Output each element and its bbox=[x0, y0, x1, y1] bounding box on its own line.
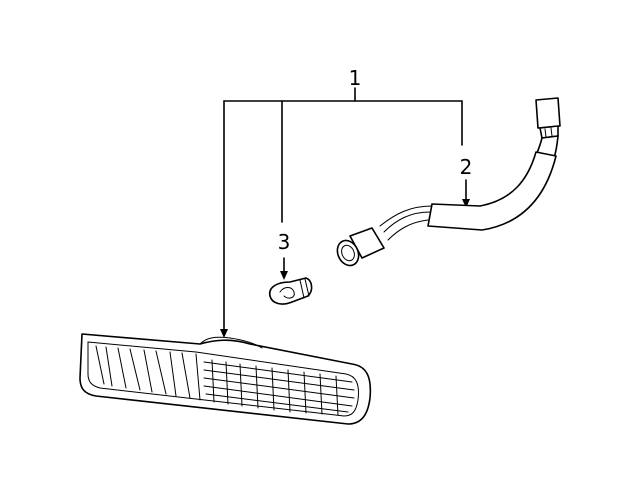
socket-harness-part bbox=[336, 97, 561, 267]
lamp-lens-part bbox=[79, 333, 372, 425]
callout-2-leader bbox=[462, 179, 470, 208]
callout-3-leader bbox=[280, 257, 288, 280]
bulb-part bbox=[268, 277, 313, 305]
callout-2-label: 2 bbox=[460, 155, 473, 179]
callout-3-label: 3 bbox=[278, 230, 291, 254]
callout-1-label: 1 bbox=[349, 66, 362, 90]
lens-clear-section bbox=[95, 345, 201, 401]
lens-grid-section bbox=[203, 359, 355, 416]
callout-1-leader bbox=[220, 87, 463, 338]
